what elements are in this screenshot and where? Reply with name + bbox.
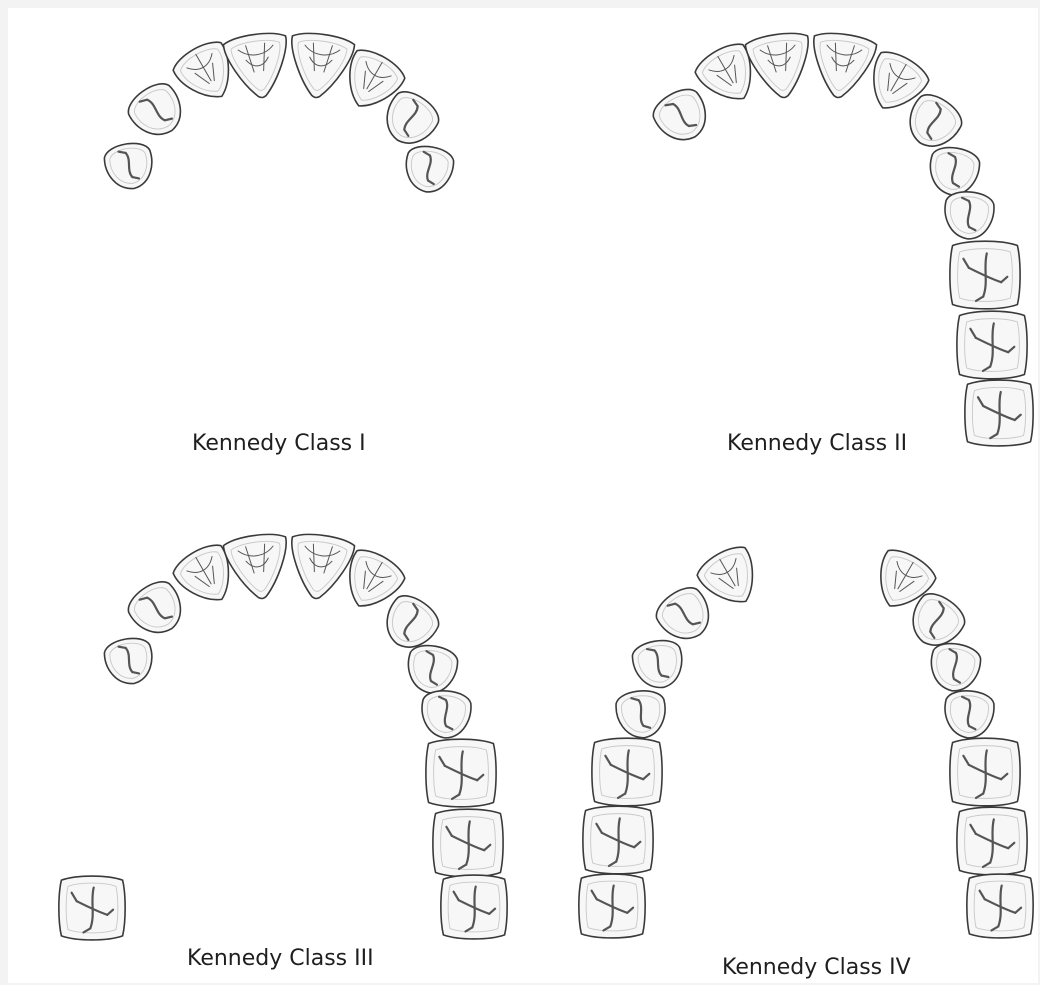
tooth-premolar bbox=[630, 637, 686, 692]
tooth-premolar bbox=[943, 190, 996, 241]
tooth-molar bbox=[583, 806, 653, 874]
tooth-premolar bbox=[404, 642, 460, 697]
tooth-incisor bbox=[745, 30, 816, 102]
tooth-molar bbox=[59, 876, 125, 940]
dental-arch-diagram bbox=[8, 8, 1038, 983]
arch-panel-2 bbox=[648, 30, 1033, 446]
tooth-premolar bbox=[102, 635, 156, 688]
tooth-incisor bbox=[284, 30, 355, 102]
tooth-molar bbox=[950, 738, 1020, 806]
tooth-incisor bbox=[284, 531, 355, 603]
tooth-premolar bbox=[615, 689, 668, 740]
tooth-molar bbox=[426, 739, 496, 807]
tooth-molar bbox=[957, 311, 1027, 379]
tooth-premolar bbox=[648, 82, 716, 150]
arch-panel-1 bbox=[102, 30, 456, 196]
tooth-molar bbox=[967, 874, 1033, 938]
tooth-molar bbox=[957, 807, 1027, 875]
tooth-molar bbox=[441, 875, 507, 939]
caption-class-i: Kennedy Class I bbox=[192, 431, 366, 456]
arch-panel-3 bbox=[59, 531, 507, 940]
arch-panel-4 bbox=[579, 541, 1033, 938]
tooth-premolar bbox=[420, 689, 473, 740]
tooth-premolar bbox=[122, 77, 192, 146]
tooth-premolar bbox=[927, 640, 983, 695]
tooth-molar bbox=[950, 241, 1020, 309]
tooth-premolar bbox=[926, 144, 982, 199]
tooth-incisor bbox=[223, 30, 294, 102]
tooth-molar bbox=[433, 809, 503, 877]
tooth-molar bbox=[579, 874, 645, 938]
tooth-molar bbox=[592, 738, 662, 806]
caption-class-iii: Kennedy Class III bbox=[187, 946, 374, 971]
tooth-premolar bbox=[650, 581, 720, 650]
diagram-canvas: Kennedy Class I Kennedy Class II Kennedy… bbox=[8, 8, 1038, 983]
tooth-premolar bbox=[102, 140, 156, 193]
tooth-incisor bbox=[223, 531, 294, 603]
caption-class-iv: Kennedy Class IV bbox=[722, 955, 911, 980]
tooth-premolar bbox=[402, 143, 456, 196]
caption-class-ii: Kennedy Class II bbox=[727, 431, 907, 456]
tooth-incisor bbox=[806, 30, 877, 102]
tooth-premolar bbox=[943, 689, 996, 740]
tooth-molar bbox=[965, 380, 1033, 446]
